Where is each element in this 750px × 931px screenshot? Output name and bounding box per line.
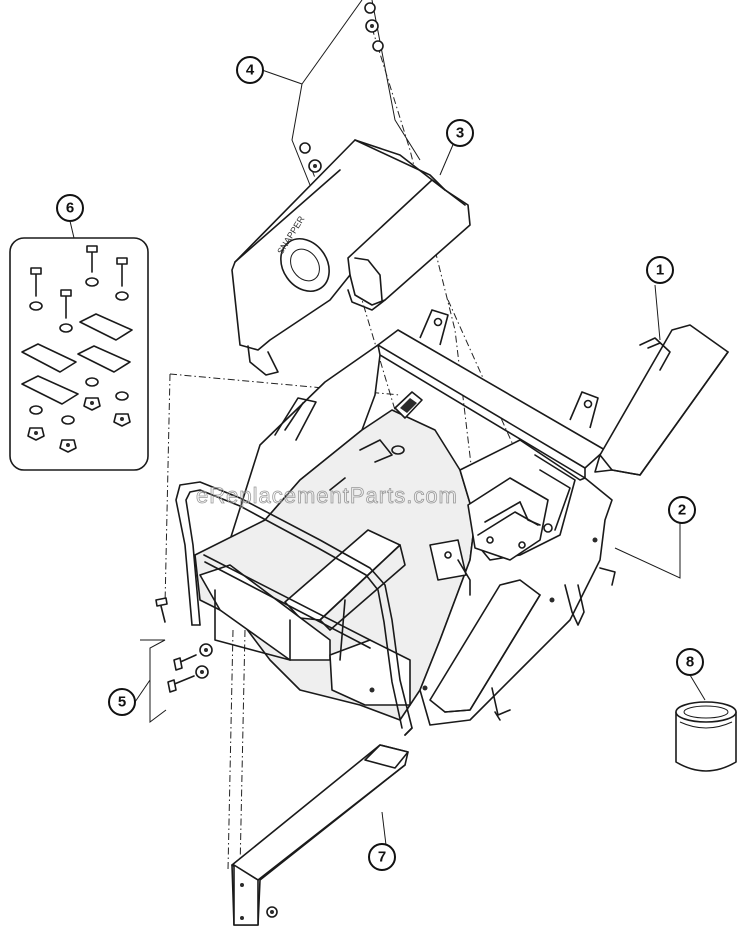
bolts-set-5 [155,597,213,693]
callout-7-label: 7 [378,849,386,866]
callout-6-label: 6 [66,200,74,217]
callout-3-label: 3 [456,125,464,142]
callout-8-label: 8 [686,654,694,671]
callout-3: 3 [446,119,474,147]
callout-4: 4 [236,56,264,84]
callout-2: 2 [668,496,696,524]
callout-5-label: 5 [118,694,126,711]
callout-5: 5 [108,688,136,716]
top-cover: SNAPPER [231,139,471,376]
callout-7: 7 [368,843,396,871]
watermark: eReplacementParts.com [196,483,458,508]
filter-cylinder [675,701,737,772]
callout-2-label: 2 [678,502,686,519]
side-cover [594,324,729,476]
hardware-kit [9,237,149,471]
front-cover [429,579,541,713]
lower-bracket [231,744,409,926]
bumper-rail [175,481,413,736]
main-housing [194,309,616,726]
callout-4-label: 4 [246,62,255,79]
callout-8: 8 [676,648,704,676]
callout-1: 1 [646,256,674,284]
callout-6: 6 [56,194,84,222]
callout-1-label: 1 [656,262,664,279]
